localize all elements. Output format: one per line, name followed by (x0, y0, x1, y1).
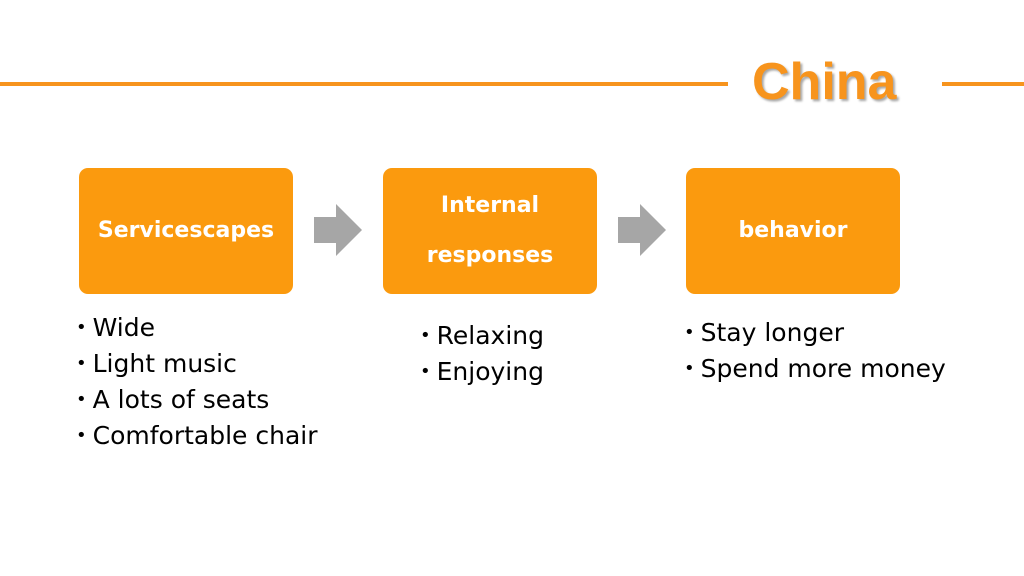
list-item: Wide (76, 310, 318, 346)
right-arrow-icon (618, 204, 666, 256)
list-item: Comfortable chair (76, 418, 318, 454)
list-item: Relaxing (420, 318, 544, 354)
step-box-servicescapes: Servicescapes (79, 168, 293, 294)
slide-title: China (752, 53, 897, 111)
title-rule-right (942, 82, 1024, 86)
step-box-internal-responses: Internal responses (383, 168, 597, 294)
list-item: Spend more money (684, 351, 946, 387)
step-label-behavior: behavior (738, 218, 848, 243)
list-item: Enjoying (420, 354, 544, 390)
right-arrow-icon (314, 204, 362, 256)
list-item: Stay longer (684, 315, 946, 351)
title-rule-left (0, 82, 728, 86)
step-label-internal-line1: Internal (440, 193, 540, 218)
step-label-internal-line2: responses (426, 243, 554, 268)
behavior-list: Stay longer Spend more money (684, 315, 946, 387)
list-item: Light music (76, 346, 318, 382)
step-box-behavior: behavior (686, 168, 900, 294)
servicescapes-list: Wide Light music A lots of seats Comfort… (76, 310, 318, 454)
internal-responses-list: Relaxing Enjoying (420, 318, 544, 390)
list-item: A lots of seats (76, 382, 318, 418)
step-label-servicescapes: Servicescapes (97, 218, 275, 243)
